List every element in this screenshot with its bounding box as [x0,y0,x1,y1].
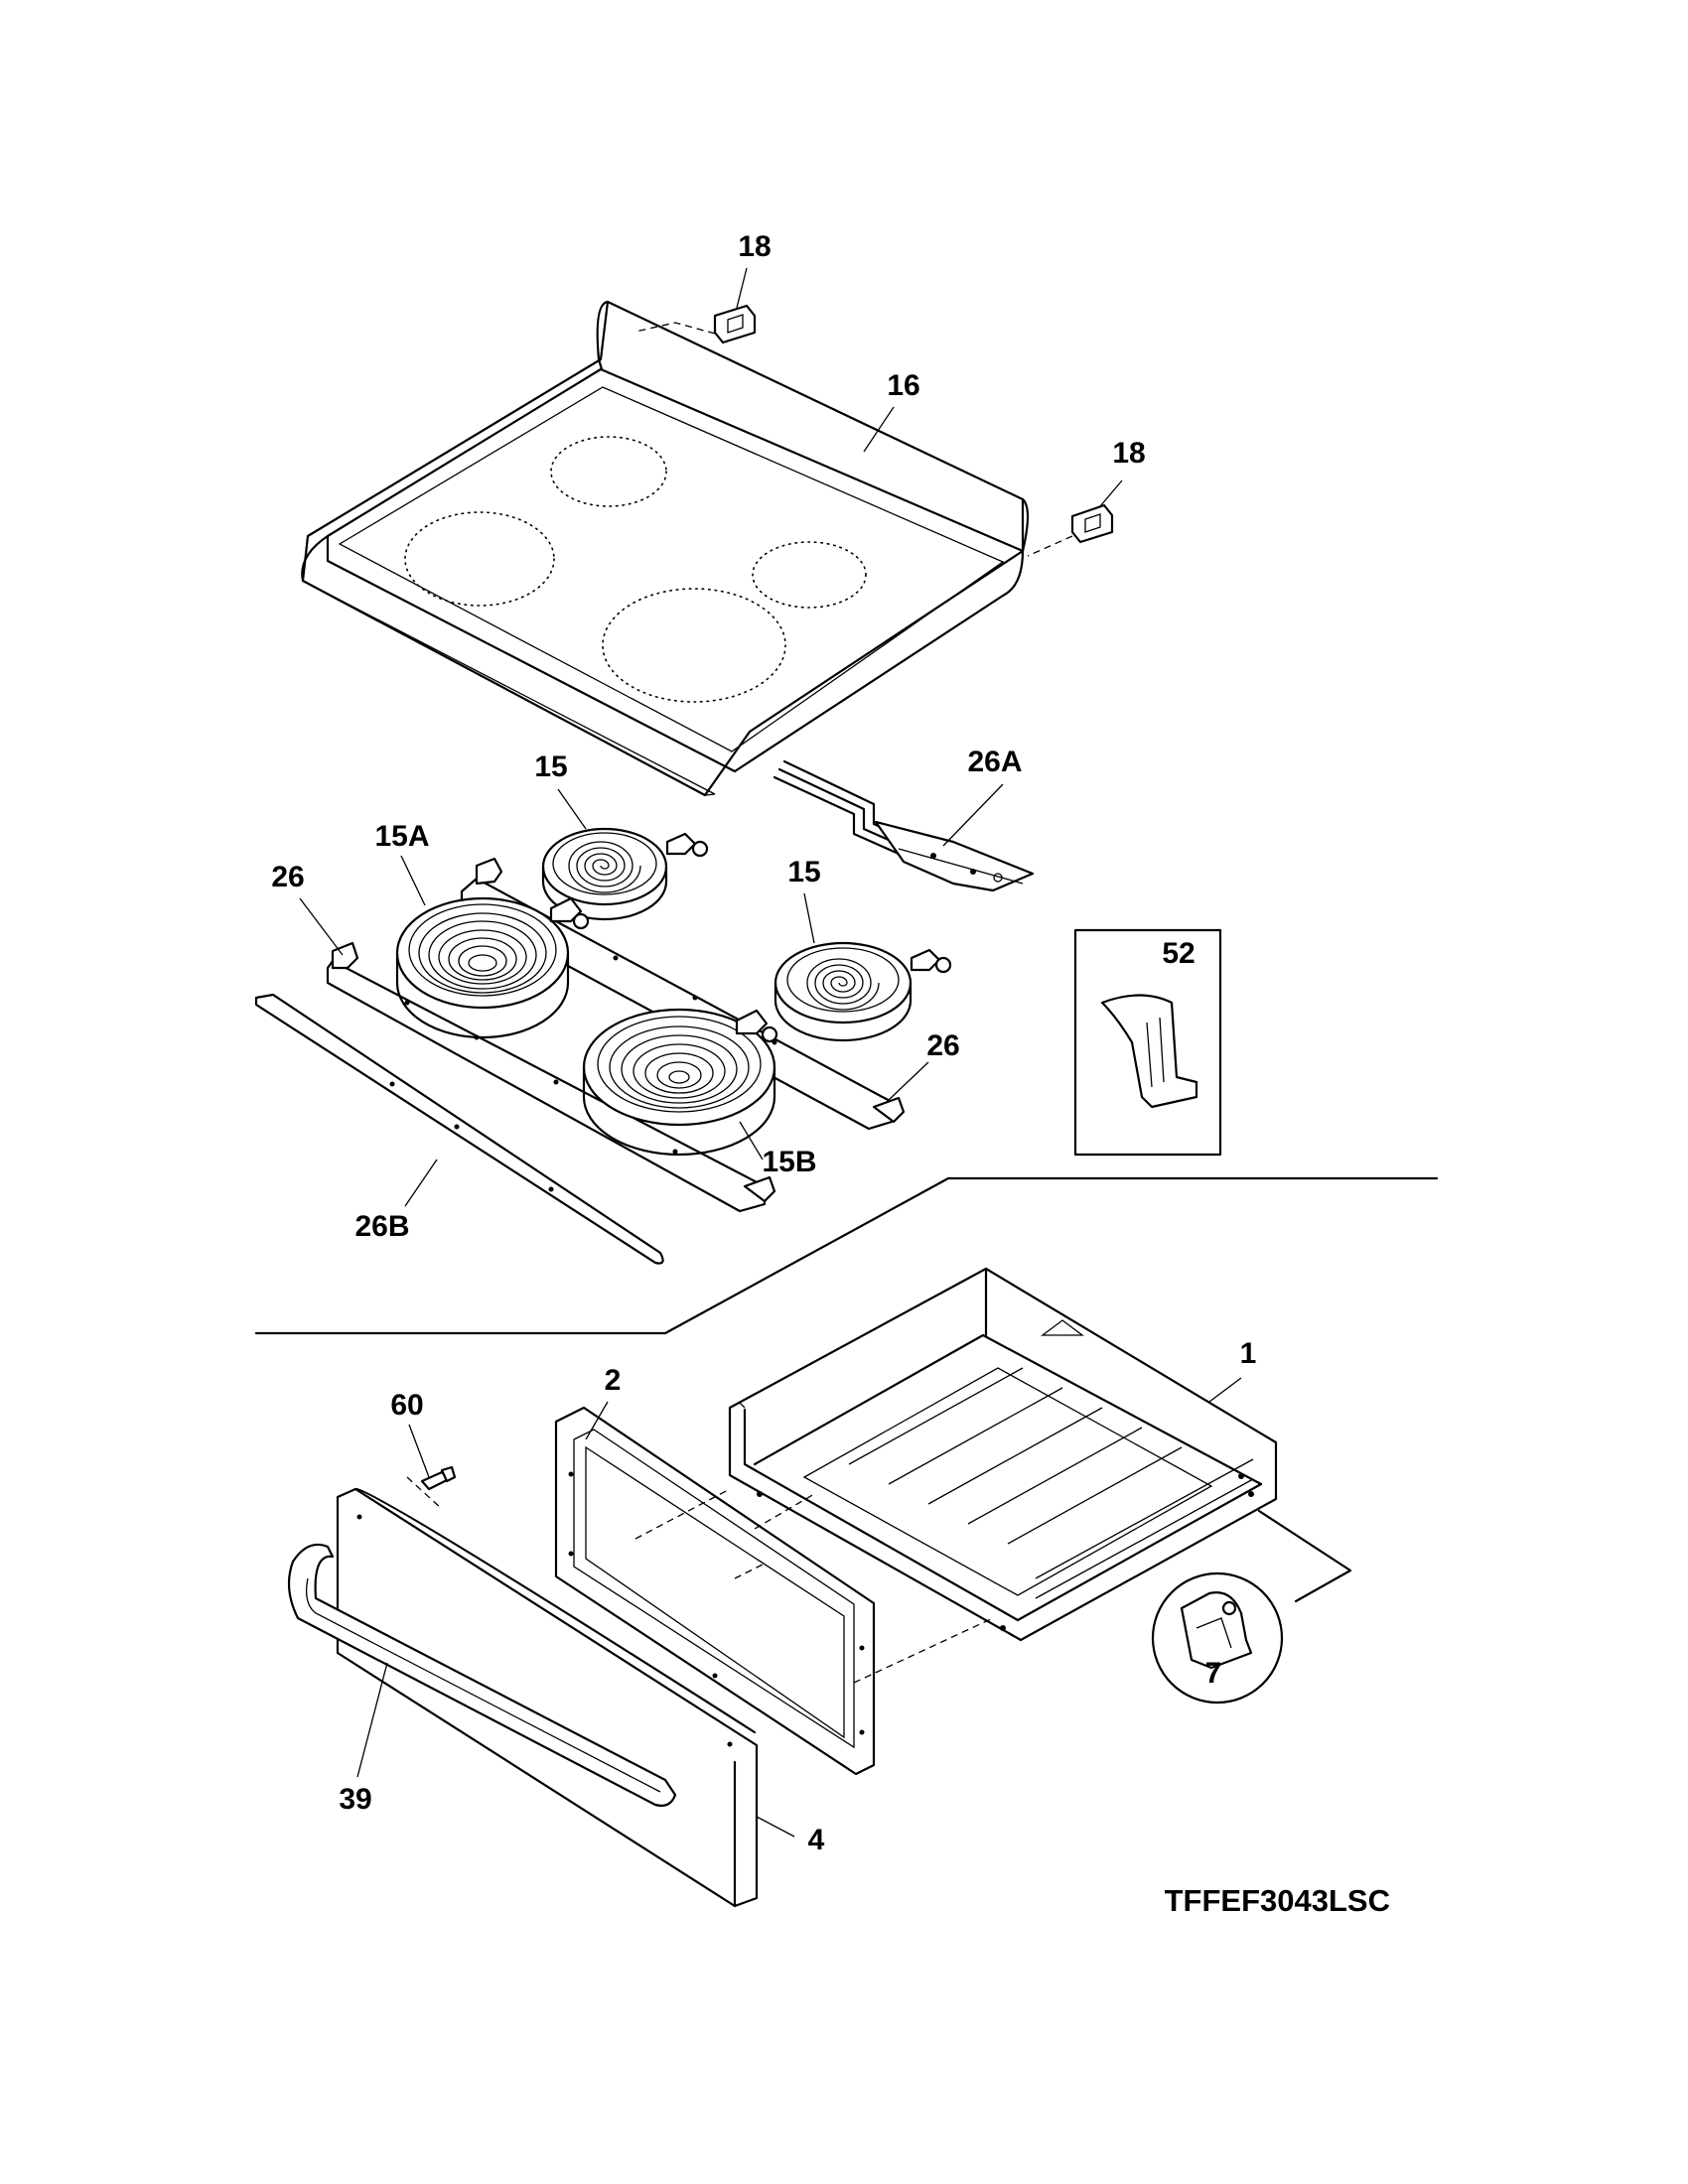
section-divider [254,1176,1439,1335]
callout-52: 52 [1162,937,1195,970]
detail-circle-7 [1151,1509,1352,1705]
callout-15-right: 15 [787,856,820,888]
storage-drawer-body [728,1267,1278,1642]
callout-7: 7 [1205,1657,1222,1690]
hold-down-bracket-left [634,304,757,344]
radiant-element-small-right [774,941,952,1042]
assembly-line-2 [634,1488,731,1540]
callout-26-right: 26 [926,1029,959,1062]
model-number: TFFEF3043LSC [1165,1883,1390,1918]
hold-down-bracket-right [1027,503,1114,557]
callout-60: 60 [390,1389,423,1422]
cooktop-glass-top [301,300,1030,797]
callout-15B: 15B [762,1146,816,1178]
inset-box-52 [1073,928,1222,1157]
screw-60 [420,1465,457,1491]
callout-26B: 26B [354,1210,409,1243]
callout-26A: 26A [967,746,1022,778]
assembly-line-5 [406,1476,443,1510]
callout-18-right: 18 [1112,437,1145,470]
radiant-element-15A [395,896,590,1039]
radiant-element-small-upper [541,827,709,921]
callout-15-upper: 15 [534,751,567,783]
callout-4: 4 [808,1824,825,1856]
callout-1: 1 [1240,1337,1257,1370]
assembly-line-3 [853,1617,994,1684]
callout-15A: 15A [374,820,429,853]
element-support-bar-rear [460,857,906,1131]
callout-26-left: 26 [271,861,304,893]
callout-16: 16 [887,369,919,402]
drawer-inner-panel [554,1406,876,1776]
assembly-line-1 [734,1563,766,1579]
callout-18-left: 18 [738,230,771,263]
radiant-element-15B [582,1008,778,1157]
trim-strip-26B [254,993,664,1265]
element-support-bar-front [326,941,776,1213]
callout-2: 2 [605,1364,622,1397]
wire-harness-26A [773,759,1035,892]
callout-leaders [299,267,1242,1838]
callout-39: 39 [339,1783,371,1816]
drawer-handle [287,1543,677,1807]
